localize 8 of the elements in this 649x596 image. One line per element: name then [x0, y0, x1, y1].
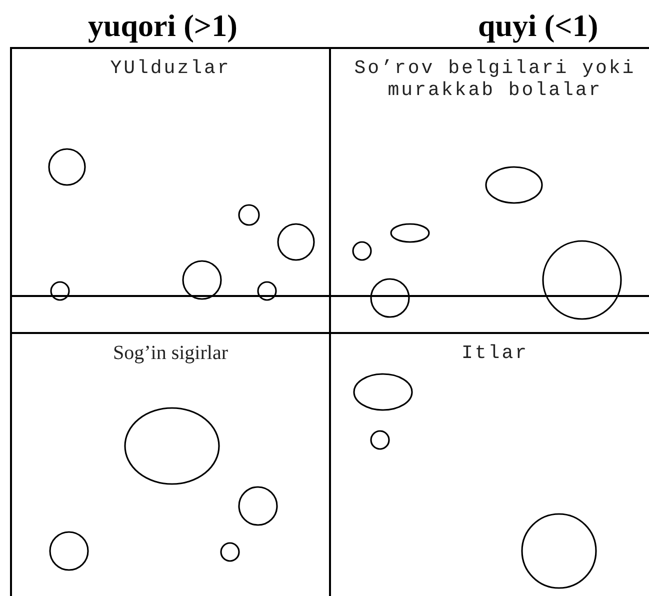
- quadrant-title: Itlar: [460, 342, 530, 364]
- matrix-quadrant: [329, 47, 649, 334]
- matrix-quadrant: [10, 47, 331, 334]
- quadrant-title: So’rov belgilari yoki murakkab bolalar: [353, 57, 637, 101]
- column-heading: quyi (<1): [478, 8, 598, 44]
- column-heading: yuqori (>1): [88, 8, 238, 44]
- quadrant-title: YUlduzlar: [109, 57, 232, 79]
- quadrant-title: Sog’in sigirlar: [112, 342, 229, 365]
